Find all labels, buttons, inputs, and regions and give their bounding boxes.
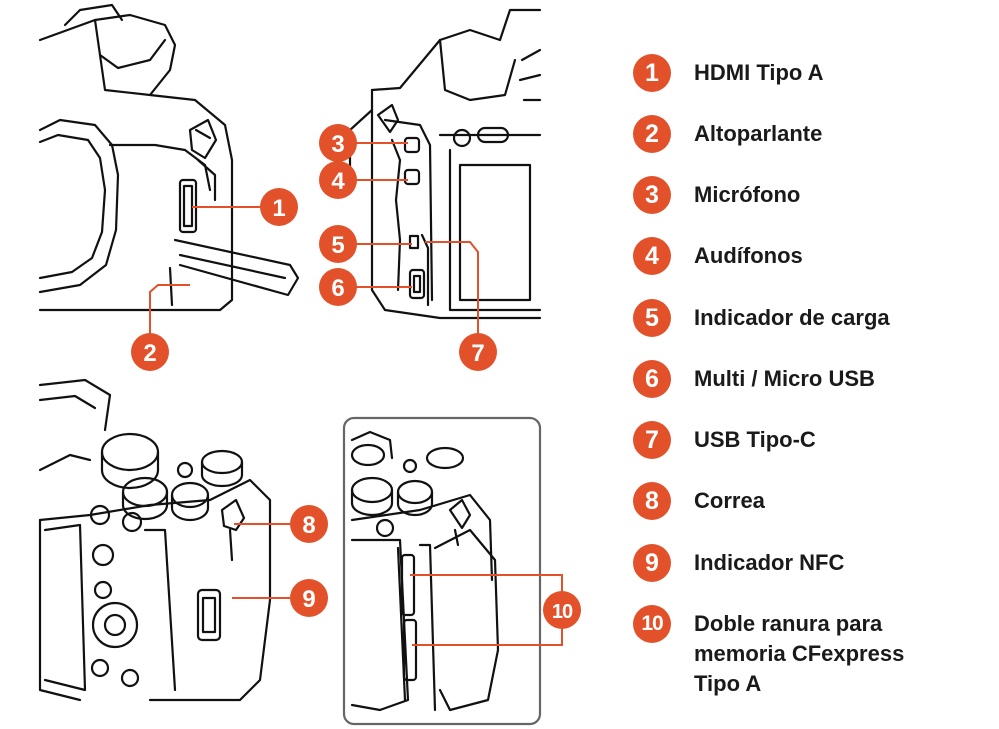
legend-item-7: 7 USB Tipo-C [633, 421, 816, 459]
legend-item-2: 2 Altoparlante [633, 115, 822, 153]
legend-label: Audífonos [694, 243, 803, 268]
legend-item-1: 1 HDMI Tipo A [633, 54, 824, 92]
callout-6: 6 [319, 268, 357, 306]
callout-8: 8 [290, 505, 328, 543]
legend-label: Multi / Micro USB [694, 366, 875, 391]
legend-number-badge: 4 [633, 237, 671, 275]
camera-left-side-illustration [38, 3, 300, 312]
svg-text:3: 3 [331, 131, 344, 158]
legend-item-4: 4 Audífonos [633, 237, 803, 275]
legend-item-10: 10 Doble ranura para memoria CFexpress T… [633, 605, 904, 699]
legend-number-badge: 9 [633, 544, 671, 582]
legend-number-badge: 7 [633, 421, 671, 459]
legend-label: Indicador NFC [694, 550, 845, 575]
legend-number-badge: 6 [633, 360, 671, 398]
svg-text:7: 7 [471, 340, 484, 367]
svg-text:5: 5 [331, 232, 344, 259]
callout-10: 10 [543, 591, 581, 629]
legend-item-8: 8 Correa [633, 482, 765, 520]
svg-text:6: 6 [331, 275, 344, 302]
callout-5: 5 [319, 225, 357, 263]
camera-right-side-illustration [348, 8, 542, 320]
legend-label: Doble ranura para memoria CFexpress Tipo… [694, 611, 905, 696]
legend-label: HDMI Tipo A [694, 60, 824, 85]
svg-text:8: 8 [302, 512, 315, 539]
callout-2: 2 [131, 333, 169, 371]
legend-number-badge: 8 [633, 482, 671, 520]
callout-9: 9 [290, 579, 328, 617]
callout-leader-lines [149, 142, 563, 646]
legend-number-badge: 1 [633, 54, 671, 92]
camera-rear-illustration [38, 378, 272, 702]
legend-label: USB Tipo-C [694, 427, 816, 452]
svg-text:1: 1 [272, 195, 285, 222]
callout-7: 7 [459, 333, 497, 371]
svg-text:2: 2 [143, 340, 156, 367]
legend-number-badge: 10 [633, 605, 671, 643]
legend-label: Correa [694, 488, 765, 513]
legend-label: Micrófono [694, 182, 801, 207]
legend-number-badge: 5 [633, 299, 671, 337]
legend-label: Altoparlante [694, 121, 823, 146]
legend-item-9: 9 Indicador NFC [633, 544, 844, 582]
callout-4: 4 [319, 161, 357, 199]
card-slot-inset-illustration [342, 416, 542, 726]
legend-item-5: 5 Indicador de carga [633, 299, 890, 337]
legend-number-badge: 3 [633, 176, 671, 214]
legend-label: Indicador de carga [694, 305, 890, 330]
callout-3: 3 [319, 124, 357, 162]
legend-item-6: 6 Multi / Micro USB [633, 360, 875, 398]
callout-1: 1 [260, 188, 298, 226]
svg-text:10: 10 [552, 601, 573, 623]
diagram-callouts: 1 2 3 4 5 6 7 8 9 10 [131, 124, 581, 629]
svg-text:4: 4 [331, 168, 345, 195]
legend-number-badge: 2 [633, 115, 671, 153]
svg-text:9: 9 [302, 586, 315, 613]
legend-item-3: 3 Micrófono [633, 176, 800, 214]
